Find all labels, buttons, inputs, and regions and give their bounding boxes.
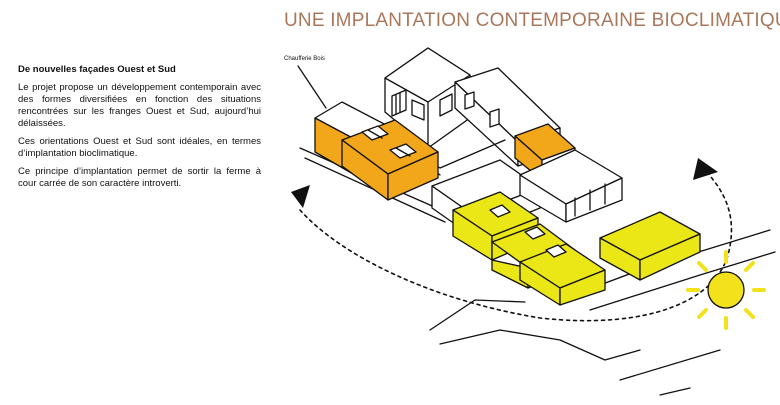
paragraph-1: Le projet propose un développement conte… — [18, 82, 261, 129]
arrow-head-left — [291, 185, 310, 208]
paragraph-3: Ce principe d’implantation permet de sor… — [18, 166, 261, 189]
text-panel: De nouvelles façades Ouest et Sud Le pro… — [18, 64, 261, 196]
sun-icon — [686, 250, 766, 330]
building-yellow-right — [599, 211, 701, 281]
arrow-head-right — [693, 158, 718, 180]
label-chaufferie: Chaufferie Bois — [284, 56, 325, 62]
building-back-tower — [384, 47, 471, 149]
label-leader-line — [297, 65, 327, 109]
building-barn — [519, 149, 623, 223]
page-title: UNE IMPLANTATION CONTEMPORAINE BIOCLIMAT… — [284, 10, 780, 31]
building-yellow-stepped — [452, 191, 606, 306]
section-heading: De nouvelles façades Ouest et Sud — [18, 64, 176, 75]
paragraph-2: Ces orientations Ouest et Sud sont idéal… — [18, 136, 261, 159]
building-orange-left — [314, 101, 439, 201]
sun-path-arc — [299, 169, 733, 322]
